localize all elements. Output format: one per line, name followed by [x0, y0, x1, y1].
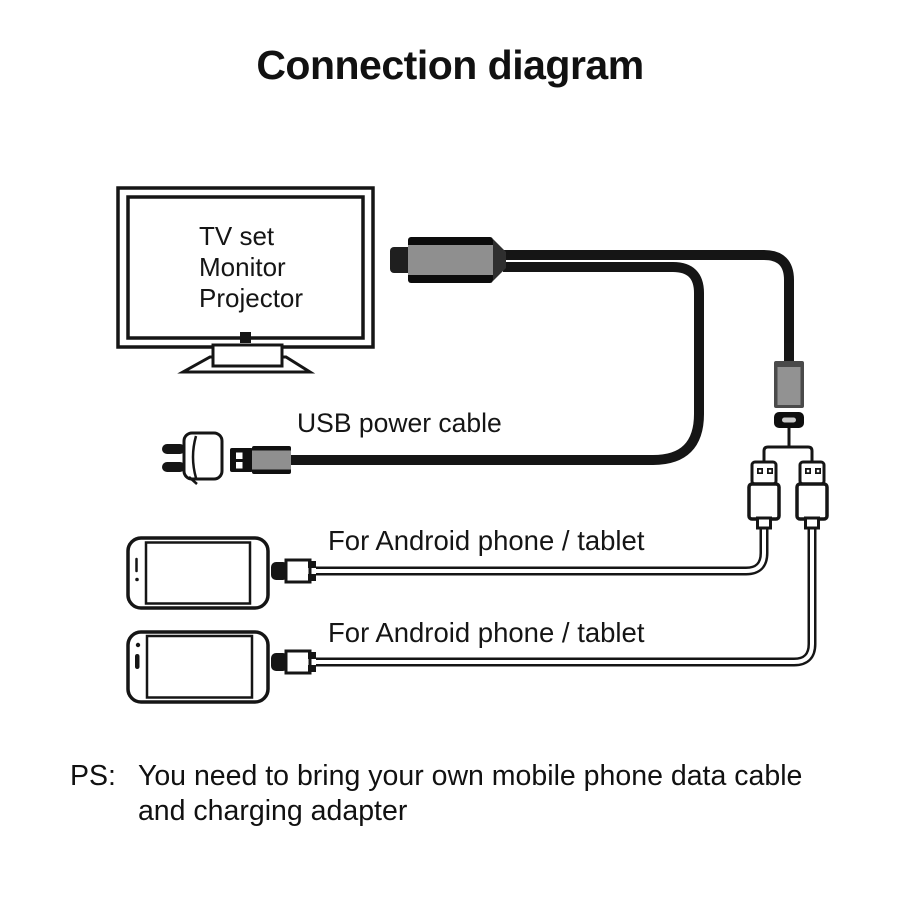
- tv-label: TV set Monitor Projector: [199, 221, 304, 313]
- micro-usb-1-nub-top: [308, 561, 316, 568]
- usb-plug-right-icon: [795, 460, 829, 530]
- charger-base-edge: [188, 476, 198, 485]
- micro-usb-1-nub-bottom: [308, 574, 316, 581]
- ps-note-prefix: PS:: [70, 760, 116, 792]
- usb-plug-right-neck: [804, 516, 820, 530]
- ps-note-lines: You need to bring your own mobile phone …: [138, 759, 802, 829]
- usb-plug-right-pin-1: [806, 469, 810, 473]
- adapter-plug-label: [782, 417, 796, 423]
- tv-inner-frame: [126, 195, 365, 340]
- android-phone-1-icon: [126, 536, 270, 610]
- wall-charger-icon: [162, 431, 224, 485]
- usb-plug-right-pin-2: [816, 469, 820, 473]
- charger-prong-bottom: [162, 462, 185, 472]
- usb-power-plug-icon: [230, 446, 291, 474]
- adapter-neck: [784, 343, 794, 363]
- page-title: Connection diagram: [256, 42, 644, 88]
- data-cable-left-line: [316, 527, 769, 576]
- ps-note-line-2: and charging adapter: [137, 795, 408, 827]
- micro-usb-1-body: [284, 558, 312, 584]
- adapter-body: [777, 367, 801, 405]
- phone-2-speaker: [135, 654, 140, 669]
- micro-usb-2-tip: [271, 653, 288, 671]
- power-plug-body: [252, 450, 291, 470]
- hdmi-body-gray: [408, 245, 493, 275]
- usb-plug-left-icon: [747, 460, 781, 530]
- micro-usb-connector-2-icon: [271, 649, 316, 675]
- micro-usb-connector-1-icon: [271, 558, 316, 584]
- micro-usb-2-nub-bottom: [308, 665, 316, 672]
- usb-power-cable-label: USB power cable: [297, 408, 502, 438]
- tv-stand-neck: [211, 343, 284, 368]
- tv-monitor-icon: [116, 186, 375, 374]
- phone-2-screen: [145, 634, 254, 699]
- power-plug-shield: [230, 448, 253, 472]
- ps-note: PS: You need to bring your own mobile ph…: [70, 759, 802, 829]
- ps-note-line-1: You need to bring your own mobile phone …: [137, 760, 803, 792]
- micro-usb-1-tip: [271, 562, 288, 580]
- phone-2-camera: [135, 642, 141, 648]
- hdmi-connector-icon: [390, 237, 506, 283]
- android-phone-2-icon: [126, 630, 270, 704]
- usb-plug-left-pin-2: [768, 469, 772, 473]
- power-plug-hole-1: [236, 452, 243, 459]
- android-phone-label-1: For Android phone / tablet: [328, 525, 645, 556]
- usb-plug-left-neck: [756, 516, 772, 530]
- phone-1-screen: [144, 541, 252, 605]
- usb-plug-left-pin-1: [758, 469, 762, 473]
- splitter-fork: [762, 445, 814, 461]
- usb-splitter-lines: [762, 428, 814, 461]
- tv-stand-joint: [240, 332, 251, 343]
- hdmi-video-cable-line: [503, 250, 794, 345]
- adapter-usb-plug-icon: [774, 412, 804, 428]
- usb-plug-right-body: [795, 482, 829, 521]
- hdmi-strain-relief: [493, 239, 506, 281]
- micro-usb-2-nub-top: [308, 652, 316, 659]
- phone-1-camera: [135, 577, 139, 582]
- charger-prong-top: [162, 444, 185, 454]
- data-cable-right-line: [316, 527, 817, 667]
- android-phone-label-2: For Android phone / tablet: [328, 617, 645, 648]
- usb-power-cable-line: [291, 262, 704, 465]
- power-plug-hole-2: [236, 462, 243, 469]
- usb-plug-left-body: [747, 482, 781, 521]
- charger-body: [182, 431, 224, 481]
- charger-face-edge: [191, 435, 198, 479]
- micro-usb-2-body: [284, 649, 312, 675]
- usb-female-adapter-icon: [774, 343, 804, 408]
